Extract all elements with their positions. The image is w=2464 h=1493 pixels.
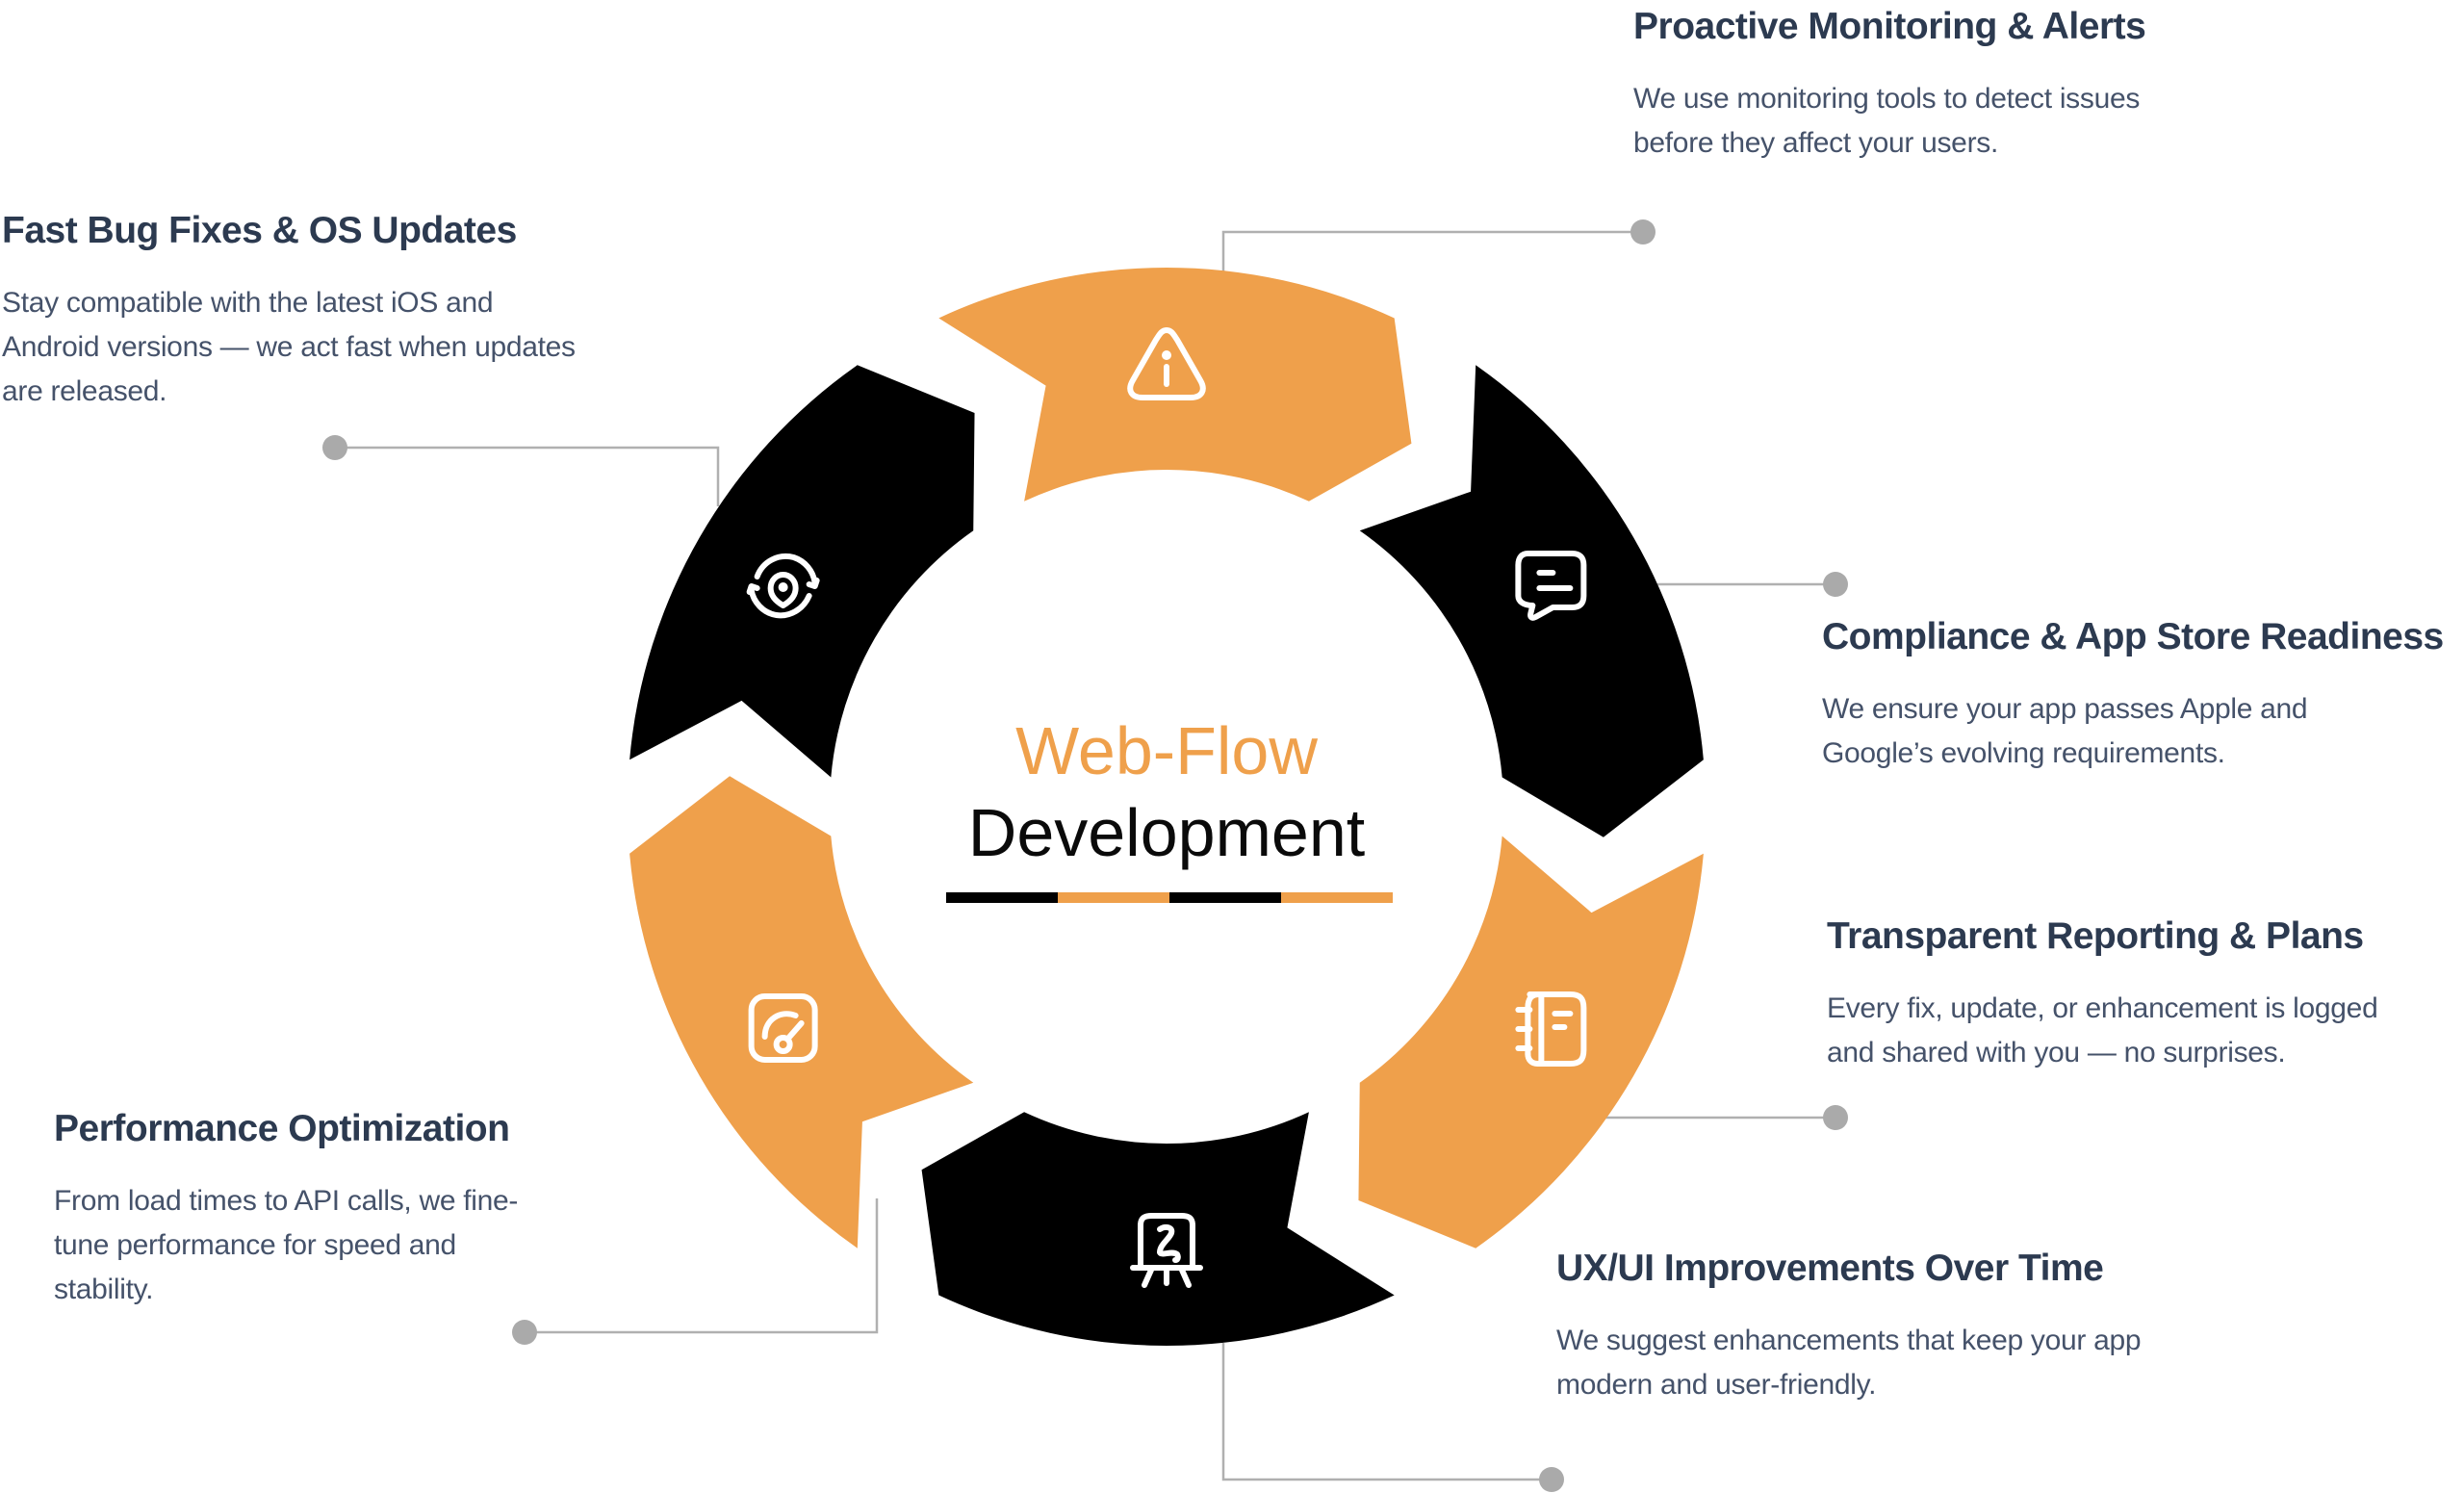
connector-fast-bug-fixes-dot	[322, 435, 347, 460]
connector-ux-ui-improvements-line	[1221, 1343, 1552, 1481]
underline-bar-orange	[1058, 892, 1169, 903]
step-title: Proactive Monitoring & Alerts	[1633, 6, 2146, 47]
step-title: UX/UI Improvements Over Time	[1556, 1248, 2104, 1289]
presentation-board-icon	[1130, 1213, 1203, 1288]
connector-transparent-reporting-dot	[1823, 1105, 1848, 1130]
connector-ux-ui-improvements-dot	[1539, 1467, 1564, 1492]
segment-icons	[746, 327, 1587, 1288]
connector-fast-bug-fixes-line	[335, 446, 720, 506]
connector-performance-optimization-line	[525, 1198, 879, 1334]
step-compliance: Compliance & App Store Readiness We ensu…	[1822, 616, 2444, 776]
center-underline	[946, 892, 1393, 903]
step-performance-optimization: Performance Optimization From load times…	[54, 1108, 518, 1312]
ring-segment-performance-optimization	[629, 776, 974, 1248]
step-title: Performance Optimization	[54, 1108, 510, 1149]
connector-proactive-monitoring-dot	[1630, 219, 1656, 245]
step-description: We use monitoring tools to detect issues…	[1633, 83, 2141, 159]
underline-bar-dark	[1169, 892, 1281, 903]
step-description: Every fix, update, or enhancement is log…	[1827, 992, 2378, 1068]
underline-bar-dark	[946, 892, 1058, 903]
step-description: From load times to API calls, we fine-tu…	[54, 1185, 519, 1305]
center-title-line1: Web-Flow	[1015, 713, 1318, 788]
ring-segment-compliance	[1359, 365, 1704, 837]
step-fast-bug-fixes: Fast Bug Fixes & OS Updates Stay compati…	[2, 210, 576, 414]
alert-triangle-info-icon	[1127, 327, 1206, 400]
step-transparent-reporting: Transparent Reporting & Plans Every fix,…	[1827, 915, 2378, 1075]
step-description: We suggest enhancements that keep your a…	[1556, 1325, 2142, 1401]
connectors	[322, 219, 1848, 1492]
step-proactive-monitoring: Proactive Monitoring & Alerts We use mon…	[1633, 6, 2146, 166]
connector-compliance-dot	[1823, 572, 1848, 597]
ring-segment-fast-bug-fixes	[629, 365, 975, 778]
step-title: Compliance & App Store Readiness	[1822, 616, 2444, 657]
step-title: Transparent Reporting & Plans	[1827, 915, 2364, 957]
step-title: Fast Bug Fixes & OS Updates	[2, 210, 517, 251]
chat-message-icon	[1515, 551, 1587, 621]
notebook-icon	[1515, 991, 1587, 1067]
ring-segments	[629, 268, 1704, 1347]
underline-bar-orange	[1281, 892, 1393, 903]
ring-segment-transparent-reporting	[1358, 836, 1704, 1248]
speedometer-icon	[748, 993, 818, 1063]
step-ux-ui-improvements: UX/UI Improvements Over Time We suggest …	[1556, 1248, 2142, 1407]
connector-performance-optimization-dot	[512, 1320, 537, 1345]
ring-segment-proactive-monitoring	[938, 268, 1412, 502]
center-title-line2: Development	[967, 795, 1366, 870]
location-refresh-icon	[746, 553, 820, 619]
